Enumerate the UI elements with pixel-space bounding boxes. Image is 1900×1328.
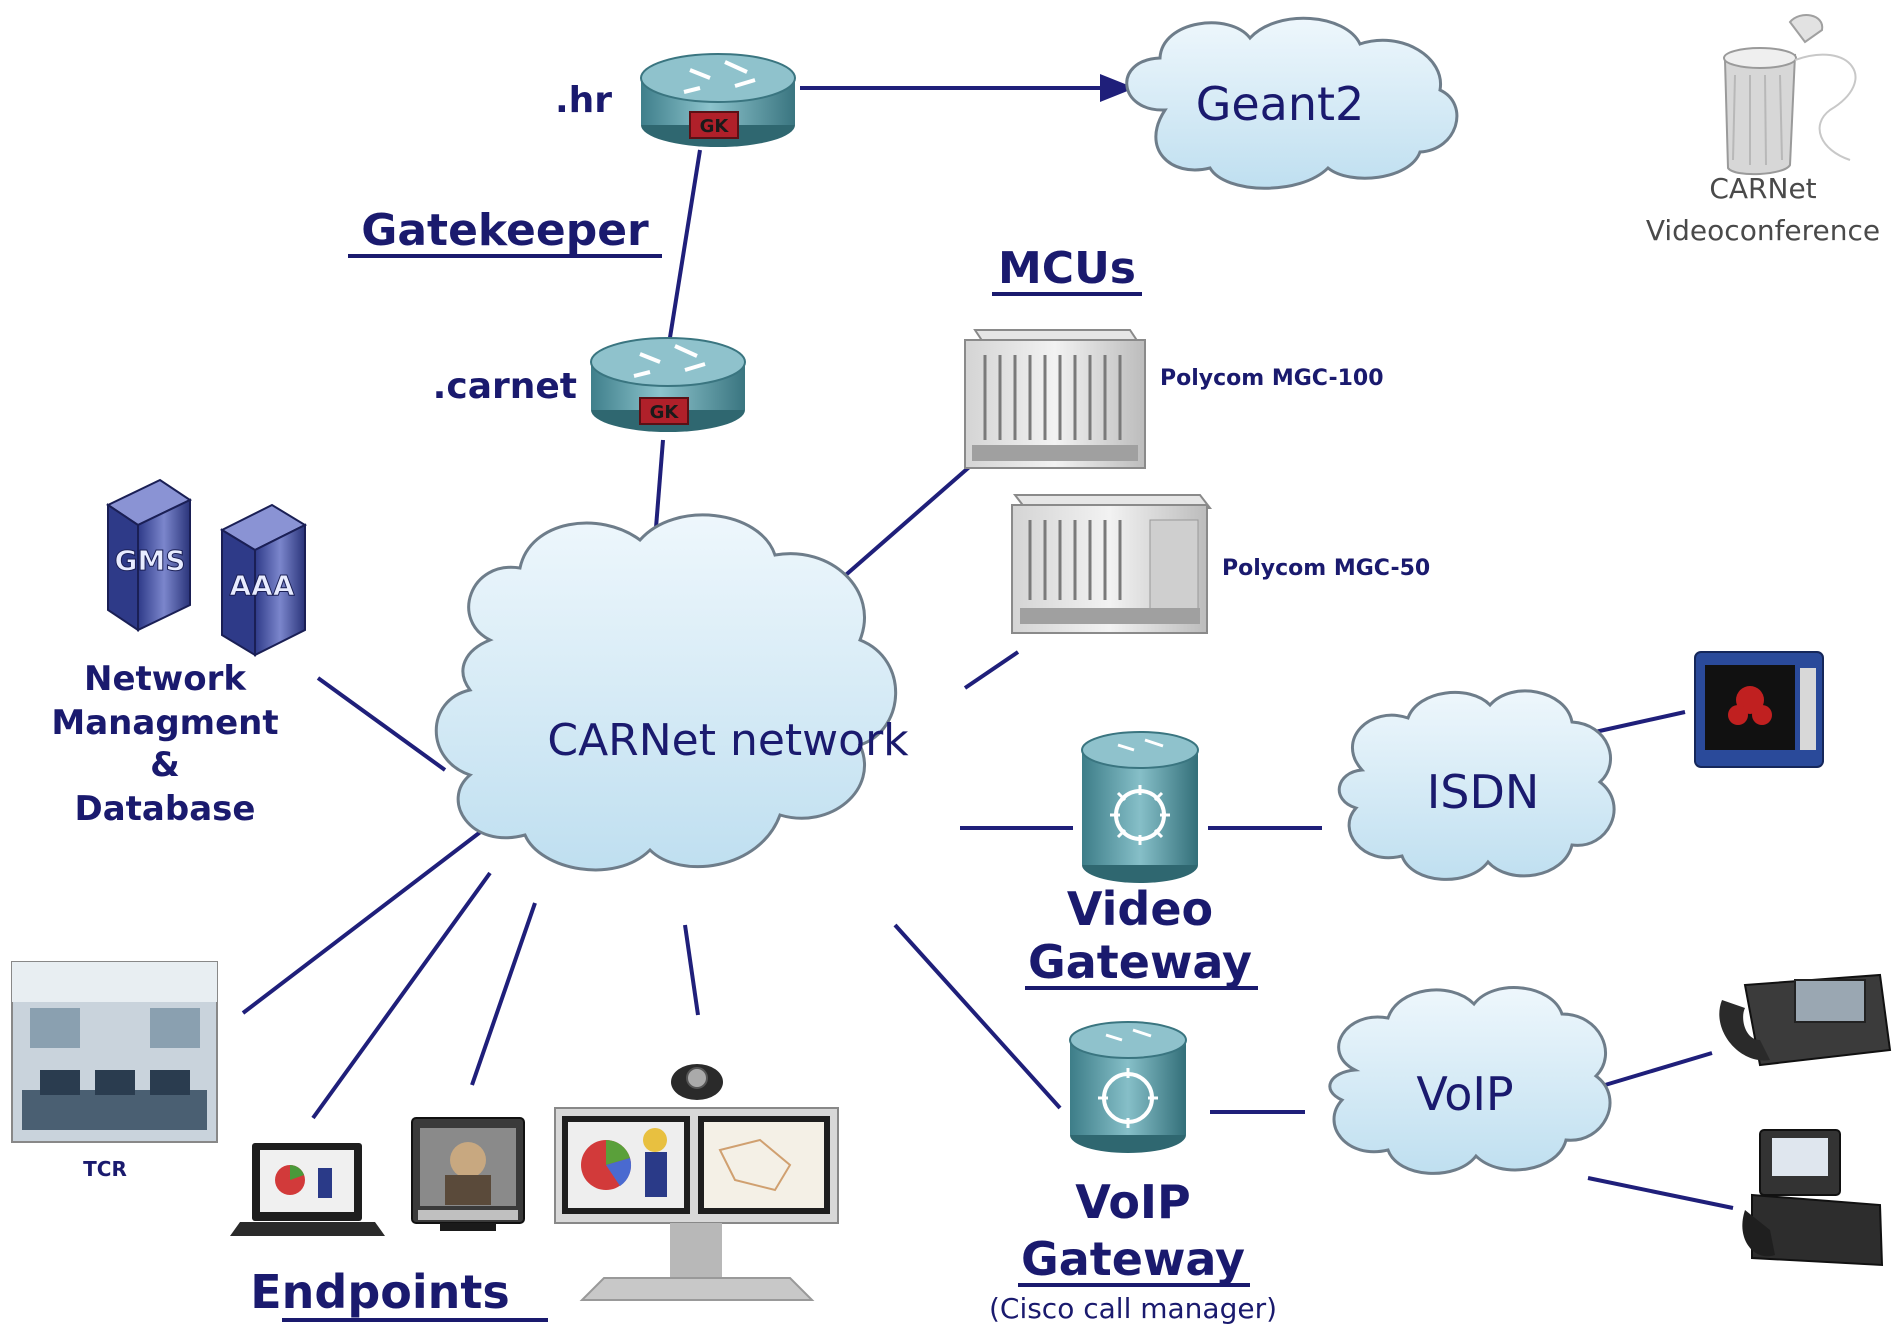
router-icon [590,337,746,387]
endpoint-monitor [411,1117,525,1231]
switch-icon [1081,731,1199,769]
cloud-isdn: ISDN [1337,689,1616,881]
voip-gateway-switch [1069,1021,1187,1153]
phone-icon [1794,979,1866,1023]
logo-line2: Videoconference [1646,214,1880,247]
section-title: MCUs [998,243,1136,294]
cloud-label: Geant2 [1196,77,1365,131]
mcu-mgc50: Polycom MGC-50 [1011,494,1430,634]
link-cloud-monitor [470,902,537,1086]
server-gms: GMS [105,478,193,632]
section-title-line: Gateway [1028,935,1252,989]
heading-voip-gateway: VoIP Gateway (Cisco call manager) [989,1175,1277,1325]
link-cloud-telepresence [683,924,700,1016]
heading-endpoints: Endpoints [250,1265,548,1322]
gk-tag: GK [650,402,680,423]
carnet-logo: CARNet Videoconference [1646,14,1880,247]
section-subtitle: (Cisco call manager) [989,1292,1277,1325]
router-hr: GK .hr [555,53,796,147]
mcu-mgc100: Polycom MGC-100 [964,329,1384,469]
router-icon [640,53,796,103]
switch-icon [1069,1021,1187,1059]
device-label: Polycom MGC-50 [1222,556,1430,581]
section-title-line: VoIP [1075,1175,1191,1229]
section-title: Gatekeeper [361,205,649,256]
server-aaa: AAA [219,503,308,657]
tcr-room: TCR [11,961,218,1181]
link-voip-phone1 [1594,1051,1713,1090]
link-carnet-gk-cloud [653,439,665,541]
link-voip-phone2 [1587,1176,1734,1210]
device-label: TCR [83,1157,127,1181]
heading-video-gateway: Video Gateway [1025,882,1258,990]
link-cloud-voip-gw [893,923,1062,1110]
section-title-line: Database [75,789,256,829]
phone-cup-icon [1788,14,1824,44]
link-cloud-netmgmt [316,676,447,772]
heading-mcus: MCUs [992,243,1142,296]
cloud-geant: Geant2 [1125,16,1459,190]
section-title-line: Video [1067,882,1213,936]
gk-tag: GK [700,116,730,137]
ip-phone-2 [1742,1129,1884,1267]
section-title-line: Managment [51,703,278,743]
ip-phone-1 [1719,973,1892,1067]
video-gateway-switch [1081,731,1199,883]
endpoint-laptop [230,1143,385,1236]
link-cloud-tcr [241,828,485,1015]
section-title-line: Gateway [1021,1232,1245,1286]
heading-gatekeeper: Gatekeeper [348,205,662,258]
arrow-head-icon [1100,74,1135,102]
router-label: .hr [555,80,612,121]
cloud-voip: VoIP [1328,986,1612,1175]
router-carnet: GK .carnet [433,337,746,432]
server-icon [254,523,306,657]
server-label: GMS [114,544,185,577]
link-cloud-laptop [311,871,492,1120]
cloud-carnet: CARNet network [434,513,909,872]
link-isdn-polycom [1594,710,1686,734]
phone-icon [1772,1138,1828,1176]
link-hr-carnet-gk [666,149,702,351]
section-title-line: & [150,745,180,785]
cloud-label: CARNet network [547,715,909,766]
server-label: AAA [229,569,294,602]
connection-lines [241,74,1734,1210]
server-icon [137,498,191,632]
link-cloud-mgc50 [963,650,1020,690]
router-label: .carnet [433,366,577,407]
logo-line1: CARNet [1709,172,1816,205]
polycom-screen [1694,651,1824,768]
section-title: Endpoints [250,1265,510,1319]
cloud-label: VoIP [1416,1067,1513,1121]
device-label: Polycom MGC-100 [1160,366,1384,391]
section-title-line: Network [84,659,247,699]
endpoint-telepresence [554,1064,839,1301]
cloud-label: ISDN [1427,765,1540,819]
heading-network-mgmt: Network Managment & Database [51,659,278,829]
link-cloud-mgc100 [838,460,977,582]
